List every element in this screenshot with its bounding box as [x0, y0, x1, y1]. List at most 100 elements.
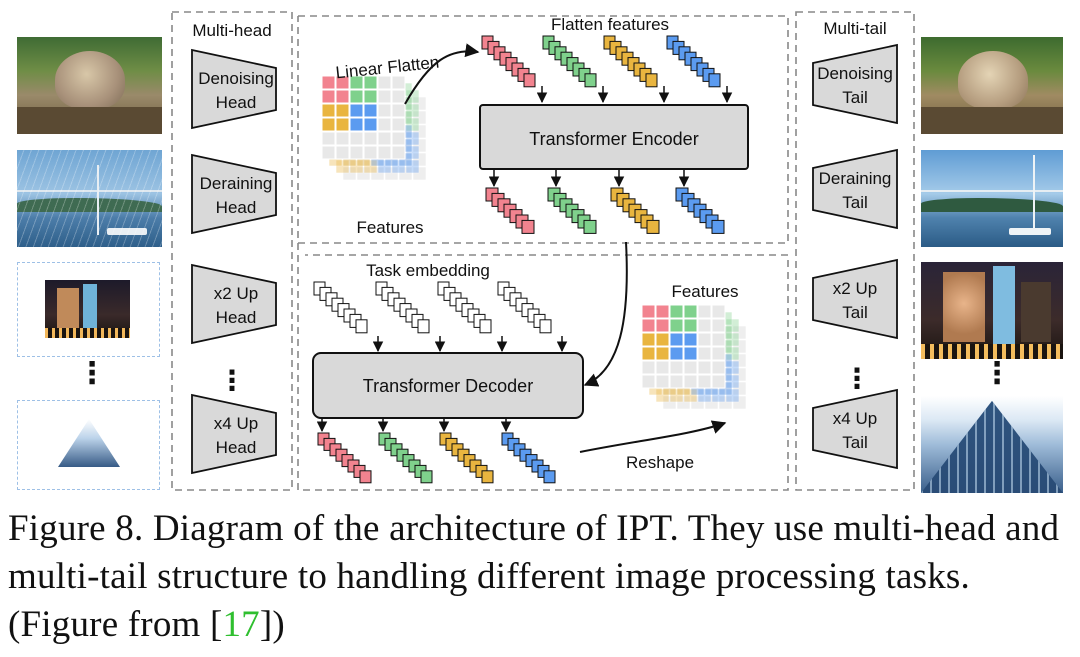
clean-bird-image	[921, 37, 1063, 134]
reshape-arrow	[579, 420, 727, 453]
token-block	[355, 319, 368, 334]
ipt-architecture-diagram: ⋮ ⋮ Multi-head Multi-tail	[17, 11, 1063, 493]
head-label-line2: Head	[216, 308, 257, 327]
feature-cell	[391, 145, 406, 160]
tail-trapezoid	[812, 148, 898, 230]
feature-cell	[321, 103, 336, 118]
feature-cell	[669, 332, 684, 347]
feature-cell-back	[669, 388, 684, 403]
feature-cell	[669, 304, 684, 319]
transformer-decoder-label: Transformer Decoder	[363, 376, 533, 396]
tail-label-line2: Tail	[842, 433, 868, 452]
feature-cell-back	[683, 388, 698, 403]
diagram-canvas: Multi-head Multi-tail DenoisingHeadDerai…	[171, 11, 915, 491]
feature-cell-back	[412, 138, 427, 153]
feature-cell	[641, 374, 656, 389]
feature-cell	[321, 75, 336, 90]
feature-cell	[655, 332, 670, 347]
feature-cell	[363, 103, 378, 118]
feature-cell-back	[732, 339, 747, 354]
feature-cell-back	[405, 103, 420, 118]
head-label-line2: Head	[216, 198, 257, 217]
feature-cell	[655, 346, 670, 361]
feature-cell	[641, 360, 656, 375]
feature-cell	[655, 318, 670, 333]
head-trapezoid	[191, 393, 277, 475]
token-block	[584, 73, 597, 88]
caption-citation-link[interactable]: 17	[222, 604, 260, 645]
feature-cell-back	[704, 395, 719, 410]
feature-cell	[683, 332, 698, 347]
head-label-line1: Deraining	[200, 174, 273, 193]
transformer-encoder-box	[479, 104, 749, 170]
feature-cell	[391, 75, 406, 90]
feature-cell	[711, 318, 726, 333]
feature-cell	[377, 117, 392, 132]
figure-caption: Figure 8. Diagram of the architecture of…	[8, 505, 1072, 649]
feature-cell-back	[335, 159, 350, 174]
feature-cell	[391, 117, 406, 132]
feature-cell-back	[725, 374, 740, 389]
feature-cell	[377, 75, 392, 90]
feature-cell-back	[412, 166, 427, 181]
feature-cell	[335, 75, 350, 90]
multi-tail-frame	[795, 11, 915, 491]
feature-cell	[711, 332, 726, 347]
feature-cell	[335, 131, 350, 146]
feature-cell-back	[412, 96, 427, 111]
feature-cell	[377, 89, 392, 104]
tail-trapezoid	[812, 258, 898, 340]
feature-cell	[641, 346, 656, 361]
head-label-line2: Head	[216, 93, 257, 112]
reshape-label: Reshape	[626, 453, 694, 472]
rainy-bridge-image	[17, 150, 162, 247]
feature-cell-back	[405, 117, 420, 132]
feature-cell	[321, 131, 336, 146]
head-label-line1: x4 Up	[214, 414, 258, 433]
feature-cell-back	[405, 159, 420, 174]
tail-trapezoid	[812, 43, 898, 125]
feature-cell	[697, 332, 712, 347]
feature-cell-back	[405, 131, 420, 146]
feature-cell	[391, 89, 406, 104]
feature-cell-back	[412, 110, 427, 125]
multi-tail-title: Multi-tail	[823, 19, 886, 38]
feature-cell	[669, 318, 684, 333]
feature-cell-back	[676, 395, 691, 410]
feature-cell-back	[711, 388, 726, 403]
feature-cell	[335, 145, 350, 160]
tail-ellipsis: ⋮	[843, 363, 871, 394]
feature-cell	[711, 374, 726, 389]
feature-cell-back	[690, 395, 705, 410]
head-label-line2: Head	[216, 438, 257, 457]
feature-cell-back	[732, 395, 747, 410]
feature-cell-back	[391, 159, 406, 174]
tail-label-line2: Tail	[842, 193, 868, 212]
feature-cell	[683, 304, 698, 319]
token-block	[711, 219, 725, 234]
head-label-line1: Denoising	[198, 69, 274, 88]
feature-cell	[377, 131, 392, 146]
output-features-grid	[641, 304, 747, 410]
feature-cell-back	[363, 159, 378, 174]
feature-cell	[655, 374, 670, 389]
feature-cell-back	[370, 166, 385, 181]
feature-cell	[391, 131, 406, 146]
clean-bridge-image	[921, 150, 1063, 247]
feature-cell	[377, 145, 392, 160]
tail-label-line1: Denoising	[817, 64, 893, 83]
feature-cell-back	[342, 166, 357, 181]
feature-cell	[321, 117, 336, 132]
head-trapezoid	[191, 48, 277, 130]
feature-cell-back	[349, 159, 364, 174]
vertical-ellipsis-left: ⋮	[77, 357, 107, 390]
decoder-token-stacks	[313, 281, 568, 484]
feature-cell	[377, 103, 392, 118]
feature-cell	[363, 75, 378, 90]
token-block	[645, 73, 658, 88]
feature-cell-back	[662, 395, 677, 410]
feature-cell-back	[356, 166, 371, 181]
feature-cell	[335, 103, 350, 118]
head-trapezoid	[191, 263, 277, 345]
